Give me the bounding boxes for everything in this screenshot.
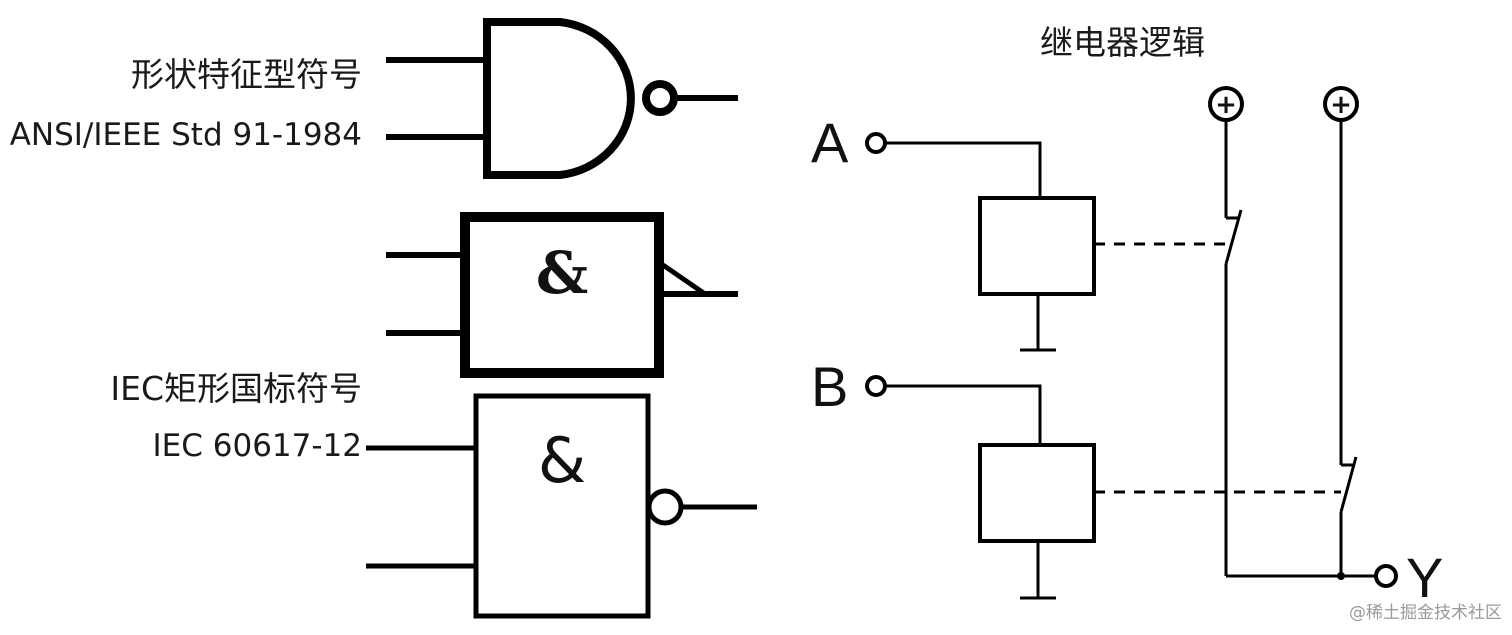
iec-nand-gate-bubble	[366, 393, 757, 619]
output-y-terminal	[1374, 564, 1398, 588]
watermark: @稀土掘金技术社区	[1349, 603, 1502, 623]
iec-negation-circle	[646, 488, 684, 526]
relay-contact-1	[1224, 209, 1243, 265]
shape-symbol-label: 形状特征型符号	[131, 55, 362, 94]
input-b-label: B	[811, 355, 848, 418]
relay-coil-a	[978, 196, 1096, 296]
iec-standard-label: IEC 60617-12	[152, 428, 362, 464]
ansi-standard-label: ANSI/IEEE Std 91-1984	[9, 117, 362, 153]
ansi-nand-gate	[386, 18, 738, 179]
iec-symbol-label: IEC矩形国标符号	[110, 369, 362, 408]
supply-1-plus: +	[1215, 90, 1237, 120]
supply-2-plus: +	[1330, 90, 1352, 120]
relay-logic-title: 继电器逻辑	[1040, 23, 1205, 62]
output-junction	[1337, 572, 1345, 580]
input-a-label: A	[811, 111, 849, 174]
iec-polarity-body	[460, 212, 664, 378]
input-b-terminal	[865, 375, 887, 397]
iec-nand-gate-polarity	[386, 212, 738, 378]
relay-circuit	[865, 86, 1398, 600]
and-symbol-bottom: &	[538, 424, 586, 497]
relay-contact-2	[1339, 456, 1358, 513]
ansi-nand-body	[483, 18, 635, 179]
polarity-indicator	[661, 262, 714, 297]
input-a-terminal	[865, 132, 887, 154]
input-a-wire	[885, 141, 1042, 198]
output-y-label: Y	[1406, 546, 1443, 609]
ansi-inversion-bubble	[642, 80, 678, 116]
relay-coil-b	[978, 443, 1096, 543]
input-b-wire	[885, 384, 1042, 445]
and-symbol-top: &	[536, 239, 588, 307]
